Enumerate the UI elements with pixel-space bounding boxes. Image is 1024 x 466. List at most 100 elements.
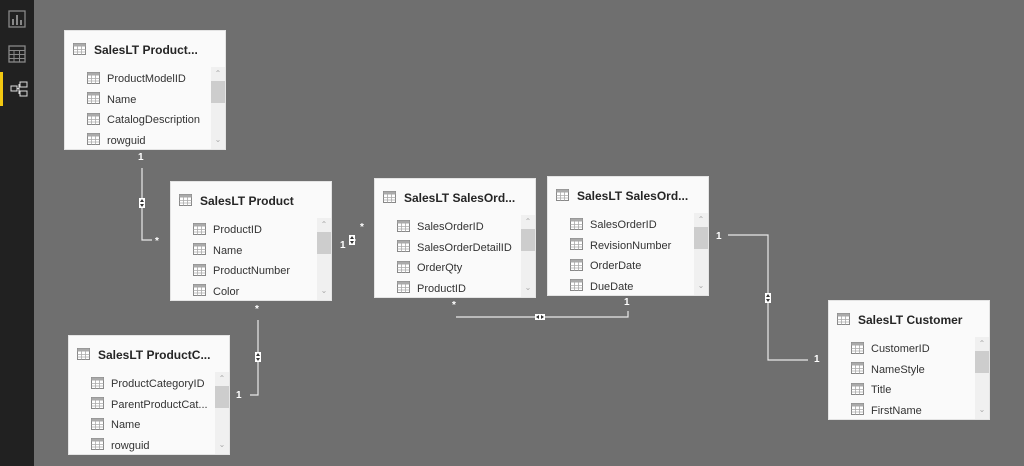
column-item[interactable]: ProductID — [375, 279, 521, 298]
scroll-up-icon[interactable]: ⌃ — [320, 220, 328, 229]
scroll-up-icon[interactable]: ⌃ — [697, 215, 705, 224]
column-item[interactable]: Name — [171, 241, 317, 262]
column-item[interactable]: rowguid — [65, 131, 211, 150]
table-icon — [77, 347, 98, 363]
column-item[interactable]: CustomerID — [829, 339, 975, 360]
column-item[interactable]: SalesOrderID — [548, 215, 694, 236]
scroll-up-icon[interactable]: ⌃ — [214, 69, 222, 78]
column-item[interactable]: Color — [171, 282, 317, 301]
cardinality-label: 1 — [624, 297, 630, 308]
column-icon — [397, 281, 417, 296]
cardinality-label: 1 — [814, 354, 820, 365]
column-icon — [91, 397, 111, 412]
cross-filter-icon[interactable] — [535, 314, 545, 320]
scroll-thumb[interactable] — [317, 232, 331, 254]
scrollbar[interactable]: ⌃⌄ — [317, 218, 331, 300]
column-name: rowguid — [107, 134, 146, 147]
table-header[interactable]: SalesLT SalesOrd... — [548, 177, 708, 215]
column-name: DueDate — [590, 280, 634, 293]
cardinality-label: * — [255, 304, 259, 315]
column-item[interactable]: ProductModelID — [65, 69, 211, 90]
table-header[interactable]: SalesLT ProductC... — [69, 336, 229, 374]
column-icon — [851, 403, 871, 418]
column-item[interactable]: SalesOrderID — [375, 217, 521, 238]
table-header[interactable]: SalesLT Product... — [65, 31, 225, 69]
relationship-line[interactable] — [141, 168, 152, 241]
scrollbar[interactable]: ⌃⌄ — [211, 67, 225, 149]
scrollbar[interactable]: ⌃⌄ — [215, 372, 229, 454]
column-name: SalesOrderID — [417, 221, 484, 234]
cross-filter-icon[interactable] — [765, 293, 771, 303]
cardinality-label: 1 — [716, 231, 722, 242]
scroll-up-icon[interactable]: ⌃ — [978, 339, 986, 348]
scroll-down-icon[interactable]: ⌄ — [697, 281, 705, 290]
column-item[interactable]: CatalogDescription — [65, 110, 211, 131]
column-icon — [193, 243, 213, 258]
cross-filter-icon[interactable] — [139, 198, 145, 208]
scroll-down-icon[interactable]: ⌄ — [214, 135, 222, 144]
relationships-view-button[interactable] — [0, 72, 34, 106]
column-icon — [193, 284, 213, 299]
column-item[interactable]: RevisionNumber — [548, 236, 694, 257]
column-item[interactable]: Title — [829, 380, 975, 401]
column-item[interactable]: ProductID — [171, 220, 317, 241]
scroll-down-icon[interactable]: ⌄ — [524, 283, 532, 292]
scroll-down-icon[interactable]: ⌄ — [218, 440, 226, 449]
column-item[interactable]: OrderQty — [375, 258, 521, 279]
column-icon — [87, 112, 107, 128]
table-header[interactable]: SalesLT Customer — [829, 301, 989, 339]
scroll-up-icon[interactable]: ⌃ — [524, 217, 532, 226]
column-icon — [570, 279, 590, 294]
column-item[interactable]: OrderDate — [548, 256, 694, 277]
scrollbar[interactable]: ⌃⌄ — [694, 213, 708, 295]
column-item[interactable]: ProductCategoryID — [69, 374, 215, 395]
table-header[interactable]: SalesLT SalesOrd... — [375, 179, 535, 217]
scroll-down-icon[interactable]: ⌄ — [978, 405, 986, 414]
relationship-line[interactable] — [250, 320, 259, 396]
column-item[interactable]: Name — [65, 90, 211, 111]
scrollbar[interactable]: ⌃⌄ — [521, 215, 535, 297]
relationship-line[interactable] — [456, 311, 629, 318]
report-view-button[interactable] — [0, 2, 34, 36]
column-icon — [851, 382, 871, 398]
column-name: ProductID — [213, 224, 262, 237]
scroll-down-icon[interactable]: ⌄ — [320, 286, 328, 295]
column-name: Name — [111, 419, 141, 432]
scroll-thumb[interactable] — [694, 227, 708, 249]
scroll-up-icon[interactable]: ⌃ — [218, 374, 226, 383]
scrollbar[interactable]: ⌃⌄ — [975, 337, 989, 419]
column-icon — [91, 417, 111, 433]
column-icon — [397, 240, 417, 255]
scroll-thumb[interactable] — [215, 386, 229, 408]
table-header[interactable]: SalesLT Product — [171, 182, 331, 220]
cross-filter-icon[interactable] — [349, 235, 355, 245]
column-item[interactable]: ParentProductCat... — [69, 395, 215, 416]
relationships-icon — [10, 81, 27, 97]
cross-filter-icon[interactable] — [255, 352, 261, 362]
scroll-thumb[interactable] — [211, 81, 225, 103]
column-item[interactable]: FirstName — [829, 401, 975, 420]
scroll-thumb[interactable] — [521, 229, 535, 251]
column-name: FirstName — [871, 404, 922, 417]
column-item[interactable]: rowguid — [69, 436, 215, 455]
column-name: ProductCategoryID — [111, 378, 205, 391]
column-item[interactable]: NameStyle — [829, 360, 975, 381]
column-icon — [570, 217, 590, 233]
data-view-button[interactable] — [0, 37, 34, 71]
column-item[interactable]: DueDate — [548, 277, 694, 296]
column-item[interactable]: SalesOrderDetailID — [375, 238, 521, 259]
column-item[interactable]: ProductNumber — [171, 261, 317, 282]
column-item[interactable]: Name — [69, 415, 215, 436]
column-icon — [397, 219, 417, 235]
table-card-productcategory[interactable]: SalesLT ProductC... ProductCategoryID Pare… — [68, 335, 230, 455]
scroll-thumb[interactable] — [975, 351, 989, 373]
